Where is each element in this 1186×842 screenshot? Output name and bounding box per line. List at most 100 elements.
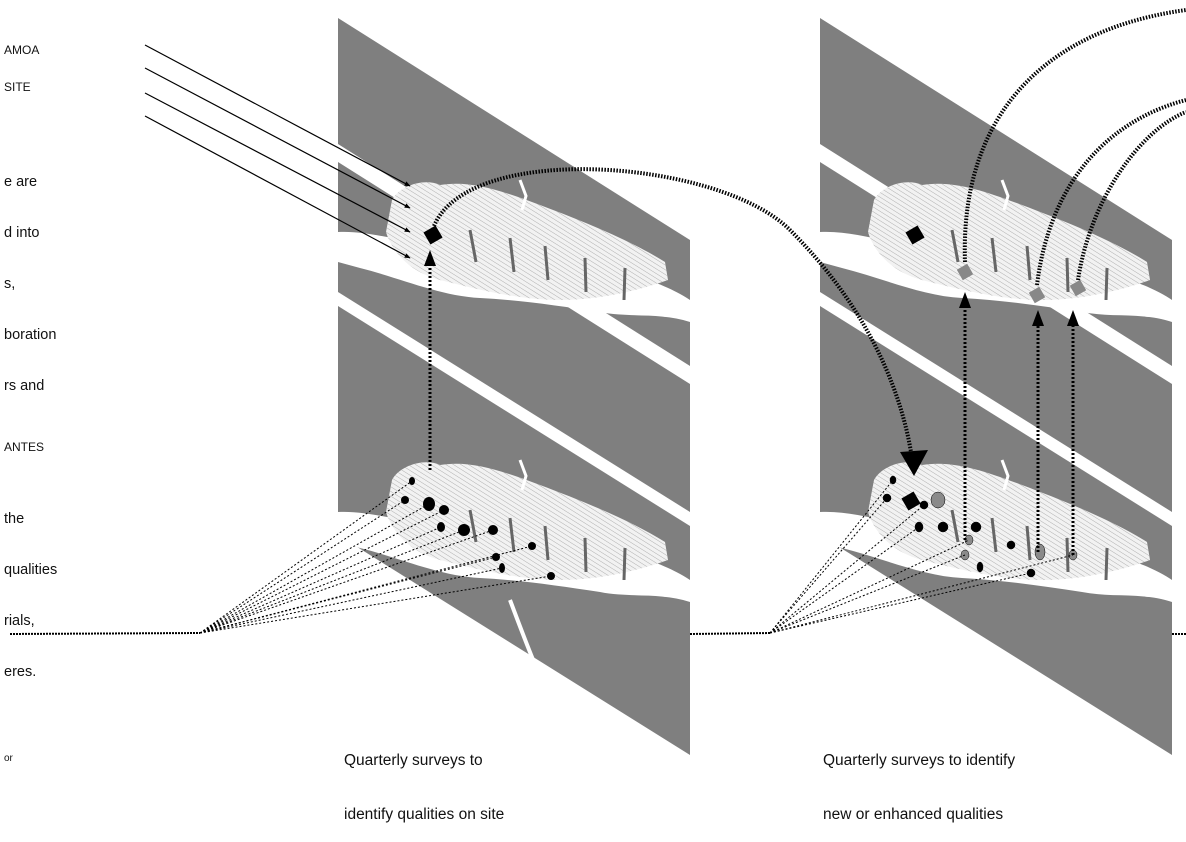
panel-1-bottom-bridge	[468, 509, 478, 543]
panel-2-bottom-island	[1132, 575, 1170, 597]
marker-dot	[930, 491, 946, 509]
panel-1-layers	[338, 18, 690, 755]
panel-2-band	[820, 292, 1172, 526]
paragraph-top-line: boration	[4, 327, 57, 343]
panel-2-top-bridge	[1065, 257, 1070, 293]
paragraph-mid-line: rials,	[4, 613, 35, 629]
label-site: SITE	[4, 80, 31, 94]
label-amoa: AMOA	[4, 43, 40, 57]
arrow-up	[1032, 310, 1044, 326]
paragraph-top-line: e are	[4, 174, 38, 190]
panel-1-top-bridge	[468, 229, 478, 263]
input-line	[144, 92, 411, 233]
marker-dot	[458, 524, 470, 536]
panel-2-bottom-land-hatch	[868, 462, 1150, 580]
marker-dot	[488, 525, 498, 535]
marker-dot	[1006, 540, 1016, 550]
panel-1-top-bridge	[508, 237, 516, 273]
panel-2-top-bridge	[990, 237, 998, 273]
paragraph-mid-line: qualities	[4, 562, 58, 578]
label-antes: ANTES	[4, 440, 45, 454]
panel-2-top-road	[1000, 179, 1010, 211]
panel-1-top-land-hatch	[386, 182, 668, 300]
fan-line	[199, 480, 413, 634]
fan-line	[199, 509, 445, 634]
paragraph-mid: the qualities rials, eres.	[4, 477, 57, 698]
panel-2-bottom-bridge	[950, 509, 960, 543]
caption-panel-1: Quarterly surveys to identify qualities …	[344, 716, 504, 842]
marker-dot	[976, 561, 984, 573]
panel-1-bottom-land-hatch	[386, 462, 668, 580]
paragraph-mid-line: the	[4, 511, 25, 527]
panel-1-top-bridge	[543, 245, 550, 281]
input-line	[144, 44, 411, 187]
marker-dot	[1026, 568, 1036, 578]
caption-panel-1-line: identify qualities on site	[344, 806, 505, 823]
paragraph-top-line: d into	[4, 225, 40, 241]
marker-square-grey	[956, 263, 974, 281]
panel-1-bottom-road	[508, 599, 562, 721]
marker-square	[901, 491, 921, 511]
panel-1-bottom-site	[338, 459, 690, 602]
baseline-left	[9, 632, 201, 635]
panel-2-top-bridge	[1025, 245, 1032, 281]
fan-line	[199, 567, 503, 634]
panel-1-bottom-road	[518, 459, 528, 491]
marker-dot	[528, 542, 536, 550]
caption-panel-2-line: Quarterly surveys to identify	[823, 752, 1016, 769]
panel-1-bottom-bridge	[583, 537, 588, 573]
panel-1-top-bridge	[583, 257, 588, 293]
label-bottom: or	[4, 753, 13, 764]
fan-line	[769, 539, 970, 634]
fan-line	[199, 556, 497, 634]
arrow-up	[1067, 310, 1079, 326]
panel-2-bottom-bridge	[1104, 547, 1109, 581]
panel-1-top-island	[650, 295, 688, 317]
caption-panel-1-line: Quarterly surveys to	[344, 752, 483, 769]
panel-1-bottom-plane	[338, 162, 690, 755]
fan-line	[199, 575, 552, 634]
paragraph-top-line: s,	[4, 276, 16, 292]
panel-1-top-site	[338, 179, 690, 322]
fan-line	[199, 499, 406, 634]
arc-arrowhead	[900, 450, 928, 476]
panel-1-top-road	[518, 179, 528, 211]
arrow-up	[959, 292, 971, 308]
baseline-mid	[689, 632, 771, 635]
marker-dot	[914, 521, 924, 533]
arc-transfer	[432, 167, 914, 459]
fan-line	[769, 526, 920, 634]
panel-2-bottom-plane	[820, 162, 1172, 755]
paragraph-mid-line: eres.	[4, 664, 37, 680]
paragraph-top-line: rs and	[4, 378, 45, 394]
diagram-canvas	[9, 8, 1186, 755]
marker-square	[423, 225, 443, 245]
marker-dot	[937, 521, 949, 533]
marker-square-grey	[1028, 286, 1046, 304]
panel-2-bottom-site	[820, 459, 1172, 602]
caption-panel-2-line: new or enhanced qualities	[823, 806, 1004, 823]
panel-2-layers	[820, 18, 1172, 755]
paragraph-top: e are d into s, boration rs and	[4, 140, 56, 412]
arc-out-2	[1035, 98, 1186, 286]
panel-1-bottom-bridge	[622, 547, 627, 581]
panel-1-top-bridge	[622, 267, 627, 301]
panel-1-band	[338, 292, 690, 526]
panel-1-bottom-bridge	[543, 525, 550, 561]
panel-1-bottom-bridge	[508, 517, 516, 553]
marker-dot	[547, 572, 555, 580]
arc-out-1	[962, 8, 1186, 263]
marker-square	[905, 225, 925, 245]
panel-2-top-bridge	[1104, 267, 1109, 301]
marker-dot	[437, 522, 445, 532]
fan-line	[769, 554, 1074, 634]
fan-line	[769, 497, 888, 634]
panel-2-bottom-road	[1000, 459, 1010, 491]
fan-line	[769, 572, 1032, 634]
panel-2-bottom-bridge	[1025, 525, 1032, 561]
panel-2-bottom-bridge	[1065, 537, 1070, 573]
marker-dot	[960, 549, 970, 561]
marker-dot	[970, 521, 982, 533]
marker-square-grey	[1069, 279, 1087, 297]
caption-panel-2: Quarterly surveys to identify new or enh…	[823, 716, 1015, 842]
